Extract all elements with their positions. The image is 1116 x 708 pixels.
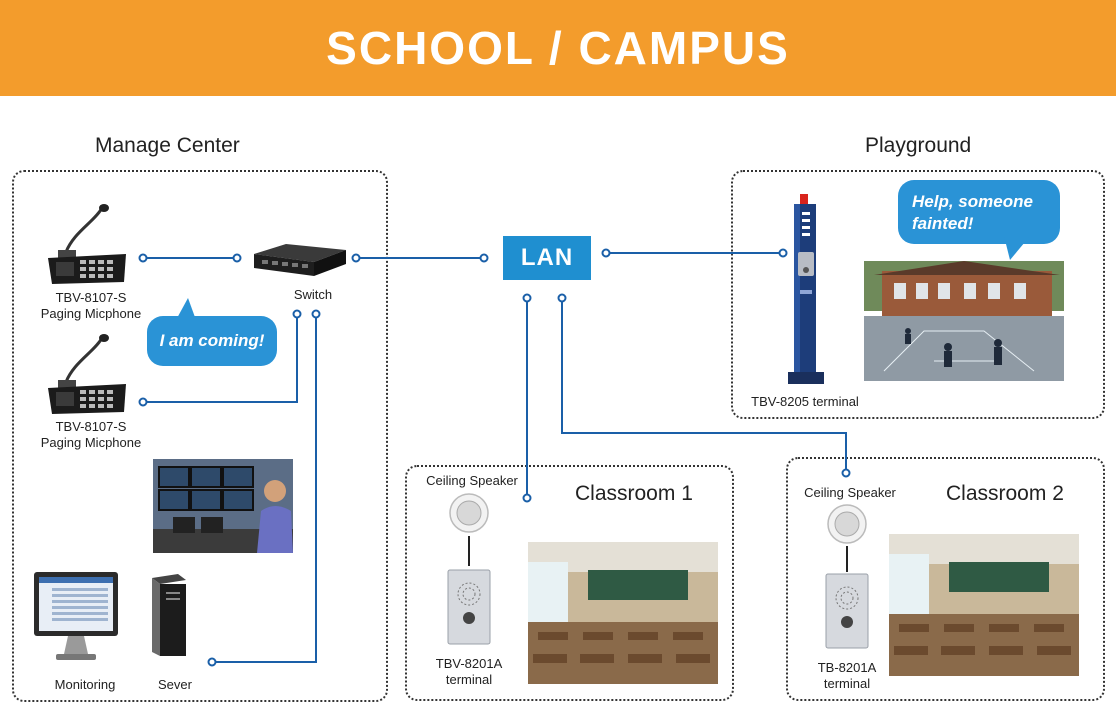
sos-column-terminal-icon	[788, 194, 824, 384]
switch-label: Switch	[293, 287, 333, 302]
mic1-model-label: TBV-8107-S	[55, 290, 127, 305]
playground-title: Playground	[865, 134, 972, 157]
server-label: Sever	[158, 677, 192, 692]
classroom2-terminal-model: TB-8201A	[817, 660, 877, 675]
speech-bubble-tail	[1004, 236, 1030, 260]
classroom1-title: Classroom 1	[575, 482, 693, 505]
speech-bubble-playground: Help, someone fainted!	[898, 180, 1060, 244]
speech-bubble-manage: I am coming!	[147, 316, 277, 366]
classroom1-zone	[405, 465, 734, 701]
lan-hub: LAN	[503, 236, 591, 280]
playground-zone	[731, 170, 1105, 419]
server-tower-icon	[152, 574, 186, 656]
ceiling-speaker-icon	[449, 493, 489, 533]
playground-photo	[864, 261, 1064, 381]
intercom-terminal-icon	[447, 569, 491, 645]
paging-microphone-icon	[48, 334, 126, 414]
classroom1-photo	[528, 542, 718, 684]
classroom2-zone	[786, 457, 1105, 701]
mic2-name-label: Paging Micphone	[40, 435, 142, 450]
ceiling-speaker-icon	[827, 504, 867, 544]
manage-center-zone	[12, 170, 388, 702]
classroom2-speaker-label: Ceiling Speaker	[804, 485, 896, 500]
classroom1-speaker-label: Ceiling Speaker	[426, 473, 518, 488]
network-switch-icon	[254, 244, 346, 276]
speech-bubble-tail	[176, 298, 196, 320]
monitoring-label: Monitoring	[54, 677, 116, 692]
manage-center-title: Manage Center	[95, 134, 240, 157]
mic1-name-label: Paging Micphone	[40, 306, 142, 321]
classroom2-terminal-word: terminal	[823, 676, 871, 691]
paging-microphone-icon	[48, 204, 126, 284]
playground-terminal-label: TBV-8205 terminal	[751, 394, 859, 409]
bubble-text-line2: fainted!	[912, 214, 974, 233]
classroom2-photo	[889, 534, 1079, 676]
connector-line	[846, 546, 848, 572]
intercom-terminal-icon	[825, 573, 869, 649]
classroom1-terminal-word: terminal	[445, 672, 493, 687]
bubble-text-line1: Help, someone	[912, 192, 1033, 211]
page-title: SCHOOL / CAMPUS	[326, 22, 790, 74]
monitoring-computer-icon	[34, 572, 118, 660]
classroom1-terminal-model: TBV-8201A	[435, 656, 503, 671]
classroom2-title: Classroom 2	[946, 482, 1064, 505]
monitoring-room-photo	[153, 459, 293, 553]
mic2-model-label: TBV-8107-S	[55, 419, 127, 434]
connector-line	[468, 536, 470, 566]
header-banner	[0, 0, 1116, 96]
